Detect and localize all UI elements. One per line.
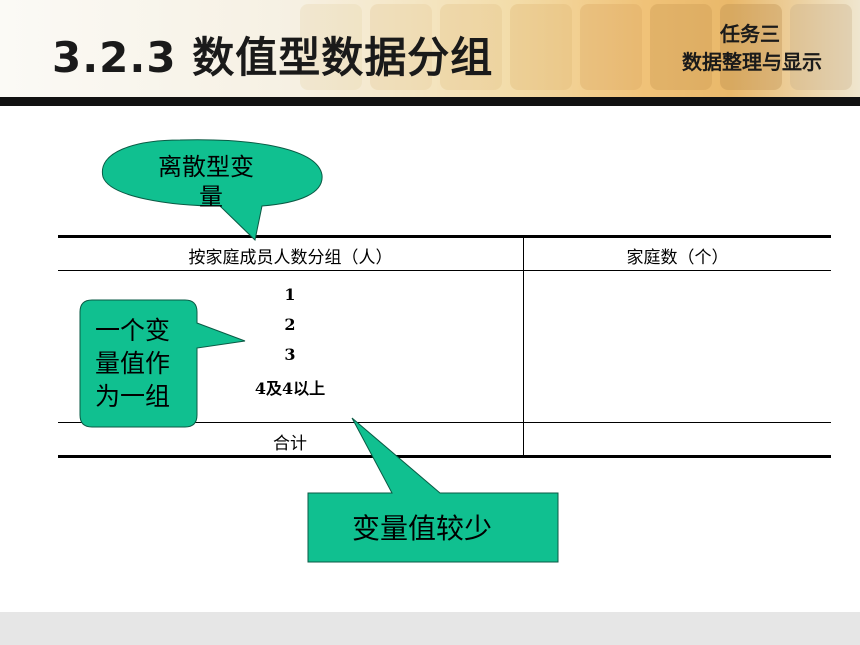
- single-callout-line2: 量值作: [95, 349, 171, 378]
- task-subtitle: 数据整理与显示: [682, 50, 822, 74]
- group-value: 4及4以上: [254, 379, 326, 398]
- total-label: 合计: [273, 434, 307, 454]
- task-label: 任务三: [720, 22, 780, 46]
- slide-footer: [0, 612, 860, 645]
- column-header-households: 家庭数（个）: [626, 248, 729, 268]
- discrete-callout-line2: 量: [199, 183, 223, 211]
- group-value: 3: [284, 345, 296, 364]
- table-total-rule: [58, 422, 831, 423]
- banner-decoration: [440, 4, 502, 90]
- banner-decoration: [650, 4, 712, 90]
- banner-decoration: [370, 4, 432, 90]
- slide-title: 3.2.3 数值型数据分组: [52, 33, 494, 82]
- banner-decoration: [300, 4, 362, 90]
- discrete-variable-callout: [101, 139, 323, 241]
- few-values-callout-text: 变量值较少: [352, 512, 493, 545]
- header-banner: 3.2.3 数值型数据分组 任务三 数据整理与显示: [0, 0, 860, 97]
- single-callout-line1: 一个变: [95, 316, 171, 345]
- table-bottom-rule: [58, 455, 831, 458]
- group-value: 1: [284, 285, 296, 304]
- banner-decoration: [720, 4, 782, 90]
- banner-decoration: [580, 4, 642, 90]
- group-value: 2: [284, 315, 296, 334]
- few-values-callout: [307, 417, 559, 563]
- discrete-callout-line1: 离散型变: [158, 153, 254, 181]
- table-header-rule: [58, 270, 831, 271]
- table-top-rule: [58, 235, 831, 238]
- single-callout-line3: 为一组: [95, 382, 171, 411]
- banner-decoration: [510, 4, 572, 90]
- table-column-divider: [523, 237, 524, 456]
- column-header-group: 按家庭成员人数分组（人）: [188, 248, 393, 268]
- single-value-group-callout: [79, 299, 246, 428]
- header-divider-bar: [0, 97, 860, 106]
- banner-decoration: [790, 4, 852, 90]
